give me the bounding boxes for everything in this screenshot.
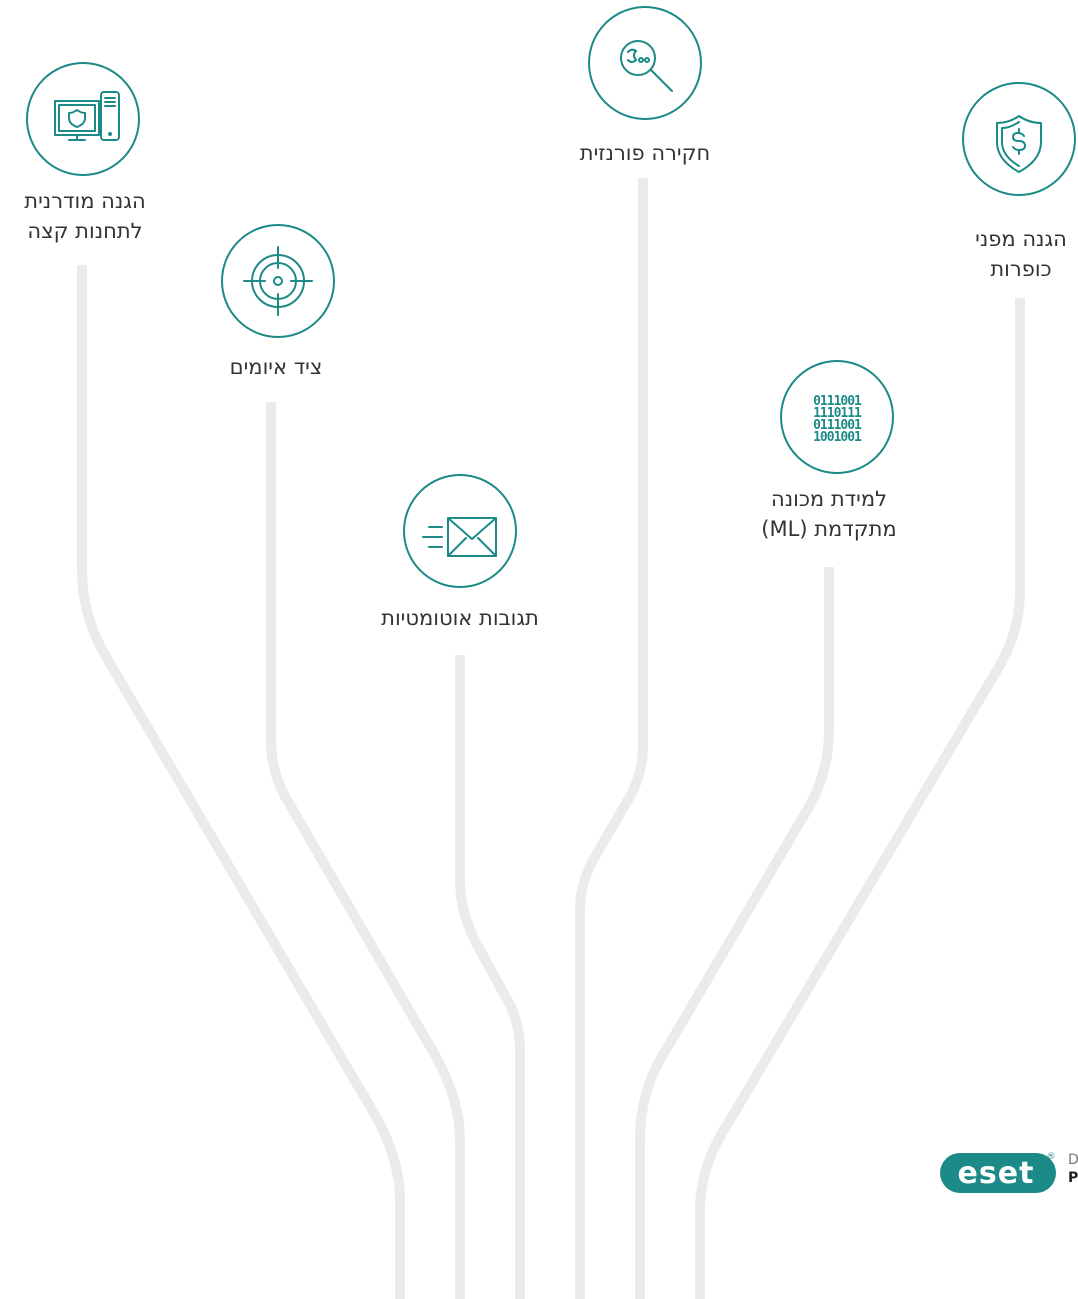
line-endpoint — [77, 265, 405, 1299]
responses-label-line-1: תגובות אוטומטיות — [381, 606, 539, 630]
line-responses — [455, 655, 525, 1299]
ml-icon-circle: 0111001 1110111 0111001 1001001 — [780, 360, 894, 474]
forensics-label: חקירה פורנזית — [545, 138, 745, 168]
ml-label: למידת מכונה מתקדמת (ML) — [729, 484, 929, 544]
crosshair-icon — [243, 246, 313, 316]
logo-tagline-line-1: D — [1068, 1152, 1078, 1168]
forensics-icon-circle — [588, 6, 702, 120]
forensics-label-line-1: חקירה פורנזית — [579, 141, 711, 165]
endpoint-label: הגנה מודרנית לתחנות קצה — [0, 186, 185, 246]
ml-label-line-1: למידת מכונה — [770, 487, 888, 511]
eset-logo: eset ® — [940, 1152, 1056, 1193]
responses-icon-circle — [403, 474, 517, 588]
binary-row-1: 0111001 — [813, 394, 862, 409]
line-ransomware — [695, 298, 1025, 1299]
binary-row-3: 0111001 — [813, 418, 862, 433]
responses-label: תגובות אוטומטיות — [360, 603, 560, 633]
ransomware-label: הגנה מפני כופרות — [921, 224, 1078, 284]
magnifier-bug-icon — [620, 40, 673, 92]
devices-shield-icon — [54, 91, 120, 141]
line-hunting — [266, 402, 465, 1299]
eset-logo-badge — [940, 1153, 1056, 1193]
endpoint-label-line-2: לתחנות קצה — [27, 219, 143, 243]
ransomware-label-line-1: הגנה מפני — [975, 227, 1067, 251]
binary-row-2: 1110111 — [813, 406, 862, 421]
line-forensics — [575, 178, 648, 1299]
registered-mark: ® — [1047, 1152, 1056, 1162]
ransomware-label-line-2: כופרות — [990, 257, 1052, 281]
ml-label-line-2: מתקדמת (ML) — [761, 517, 897, 541]
line-ml — [635, 567, 834, 1299]
hunting-label-line-1: ציד איומים — [229, 355, 323, 379]
logo-tagline-line-2: P — [1068, 1170, 1078, 1186]
endpoint-label-line-1: הגנה מודרנית — [24, 189, 146, 213]
fast-mail-icon — [422, 517, 497, 557]
endpoint-icon-circle — [26, 62, 140, 176]
eset-logo-text: eset — [958, 1156, 1035, 1191]
ransomware-icon-circle — [962, 82, 1076, 196]
binary-code-icon: 0111001 1110111 0111001 1001001 — [813, 394, 863, 445]
shield-dollar-icon — [996, 115, 1042, 173]
binary-row-4: 1001001 — [813, 430, 862, 445]
logo-tagline: D P — [1068, 1151, 1078, 1187]
hunting-label: ציד איומים — [176, 352, 376, 382]
hunting-icon-circle — [221, 224, 335, 338]
